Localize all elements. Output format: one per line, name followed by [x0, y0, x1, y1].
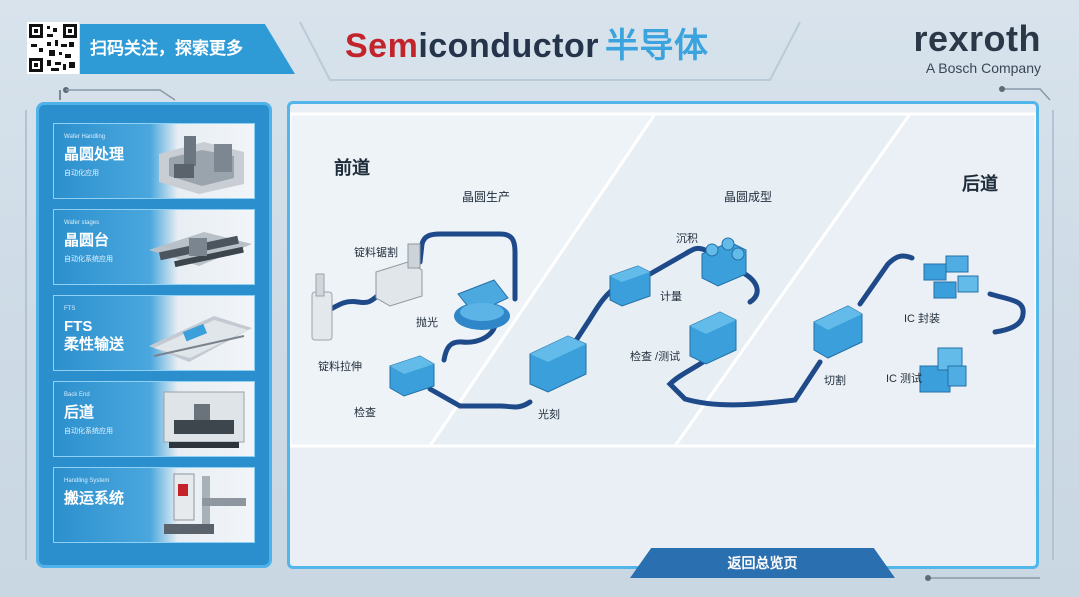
back-to-overview-button[interactable]: 返回总览页 [630, 548, 895, 578]
menu-item-en: Handling System [64, 478, 110, 484]
label-wafer-production: 晶圆生产 [462, 190, 511, 204]
wafer-stages-thumbnail [149, 232, 252, 268]
menu-item-title: 晶圆台 [64, 232, 110, 249]
menu-item-back-end[interactable]: Back End 后道 自动化系统应用 [53, 381, 255, 457]
ingot-pull-machine [311, 273, 333, 341]
qr-banner: 扫码关注，探索更多 [80, 24, 295, 74]
step-litho[interactable]: 光刻 [538, 409, 560, 421]
menu-item-title: 后道 [64, 404, 95, 421]
process-overview-panel: 前道 后道 晶圆生产 晶圆成型 锭料锯割 抛光 锭料拉伸 检查 光刻 沉积 计量… [287, 101, 1039, 569]
step-polish[interactable]: 抛光 [416, 317, 438, 329]
process-diagram [290, 112, 1036, 448]
back-end-thumbnail [163, 391, 245, 448]
deposition-machine [701, 237, 747, 287]
wafer-handling-thumbnail [159, 136, 244, 194]
step-inspect[interactable]: 检查 [354, 407, 376, 419]
step-inspect-test[interactable]: 检查 /测试 [630, 351, 681, 363]
menu-item-en: FTS [64, 306, 76, 312]
dicing-machine [813, 305, 863, 359]
menu-item-en: Wafer Handling [64, 134, 106, 140]
menu-item-title: 晶圆处理 [64, 146, 125, 163]
step-ingot-pull[interactable]: 锭料拉伸 [318, 361, 362, 373]
menu-item-subtitle: 自动化系统应用 [64, 256, 113, 263]
metrology-machine [609, 265, 651, 307]
inspect-test-machine [689, 311, 737, 365]
title-red-part: Sem [345, 27, 419, 65]
step-dicing[interactable]: 切割 [824, 375, 846, 387]
menu-item-wafer-stages[interactable]: Wafer stages 晶圆台 自动化系统应用 [53, 209, 255, 285]
brand-name: rexroth [913, 18, 1041, 59]
section-back-end: 后道 [962, 174, 998, 194]
brand-subtitle: A Bosch Company [925, 60, 1041, 76]
polish-machine [454, 279, 510, 330]
step-ic-test[interactable]: IC 测试 [886, 373, 923, 385]
menu-item-handling-system[interactable]: Handling System 搬运系统 [53, 467, 255, 543]
menu-item-wafer-handling[interactable]: Wafer Handling 晶圆处理 自动化应用 [53, 123, 255, 199]
ic-package-machine [923, 255, 979, 299]
menu-item-title: 搬运系统 [64, 490, 125, 507]
step-ingot-saw[interactable]: 锭料锯割 [354, 247, 398, 259]
menu-item-en: Wafer stages [64, 220, 100, 226]
step-ic-package[interactable]: IC 封装 [904, 313, 941, 325]
litho-machine [529, 335, 587, 393]
ic-test-machine [919, 347, 967, 393]
menu-item-en: Back End [64, 392, 90, 398]
fts-thumbnail [149, 316, 252, 362]
brand-logo: rexroth A Bosch Company [913, 18, 1041, 77]
label-wafer-forming: 晶圆成型 [724, 190, 773, 204]
qr-code [27, 22, 79, 74]
handling-system-thumbnail [164, 473, 246, 534]
step-metrology[interactable]: 计量 [660, 291, 682, 303]
menu-item-fts[interactable]: FTS FTS 柔性输送 [53, 295, 255, 371]
menu-item-subtitle: 自动化应用 [64, 170, 99, 177]
title-dark-part: iconductor [418, 27, 599, 65]
inspect-machine-front [389, 355, 435, 397]
title-chinese: 半导体 [605, 27, 709, 65]
ingot-saw-machine [375, 243, 423, 307]
menu-item-title: FTS 柔性输送 [64, 318, 125, 353]
application-menu: Wafer Handling 晶圆处理 自动化应用 Wafer stages 晶… [36, 102, 272, 568]
step-deposit[interactable]: 沉积 [676, 233, 698, 245]
menu-item-subtitle: 自动化系统应用 [64, 428, 113, 435]
section-front-end: 前道 [334, 158, 370, 178]
